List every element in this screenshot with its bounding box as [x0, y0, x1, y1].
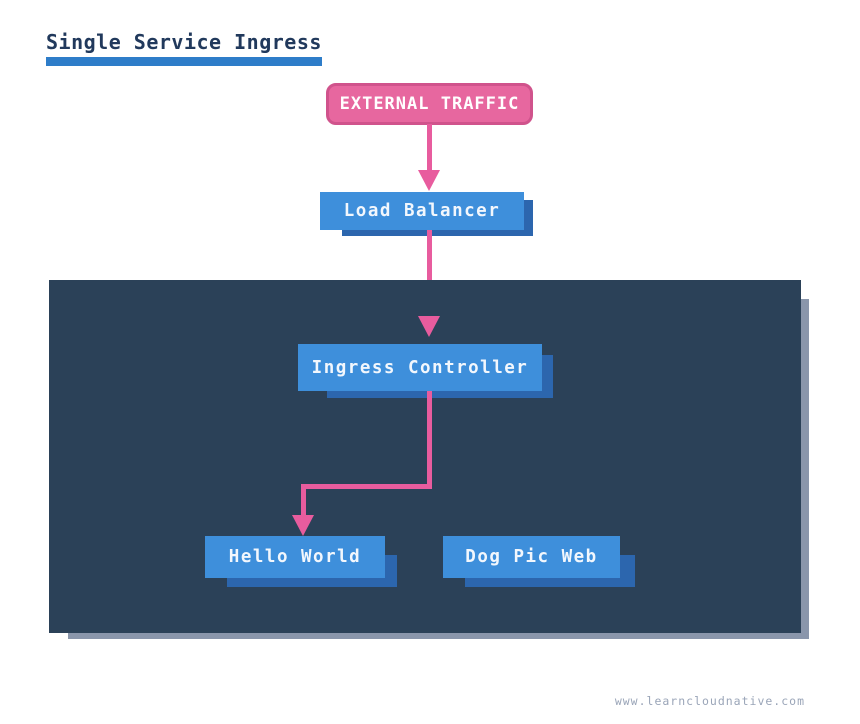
node-hello-world: Hello World [205, 536, 385, 578]
node-dog-pic-web-label: Dog Pic Web [465, 547, 598, 567]
arrow-external-to-lb-head-icon [418, 170, 440, 191]
arrow-ingress-to-hello-head-icon [292, 515, 314, 536]
ingress-panel [49, 280, 801, 633]
arrow-external-to-lb-shaft [427, 124, 432, 172]
node-hello-world-label: Hello World [228, 547, 362, 567]
node-ingress-controller: Ingress Controller [298, 344, 542, 391]
node-dog-pic-web: Dog Pic Web [443, 536, 620, 578]
node-ingress-controller-label: Ingress Controller [311, 357, 529, 378]
title-underline [46, 57, 322, 66]
arrow-ingress-to-hello-segment-down [427, 391, 432, 489]
arrow-ingress-to-hello-segment-down2 [301, 484, 306, 516]
node-external-traffic-label: EXTERNAL TRAFFIC [339, 94, 520, 114]
node-load-balancer-label: Load Balancer [343, 201, 501, 221]
arrow-lb-to-ingress-head-icon [418, 316, 440, 337]
node-external-traffic: EXTERNAL TRAFFIC [326, 83, 533, 125]
arrow-ingress-to-hello-segment-left [301, 484, 432, 489]
arrow-lb-to-ingress-shaft [427, 230, 432, 317]
watermark: www.learncloudnative.com [614, 694, 805, 708]
node-load-balancer: Load Balancer [320, 192, 524, 230]
page-title: Single Service Ingress [46, 30, 322, 54]
